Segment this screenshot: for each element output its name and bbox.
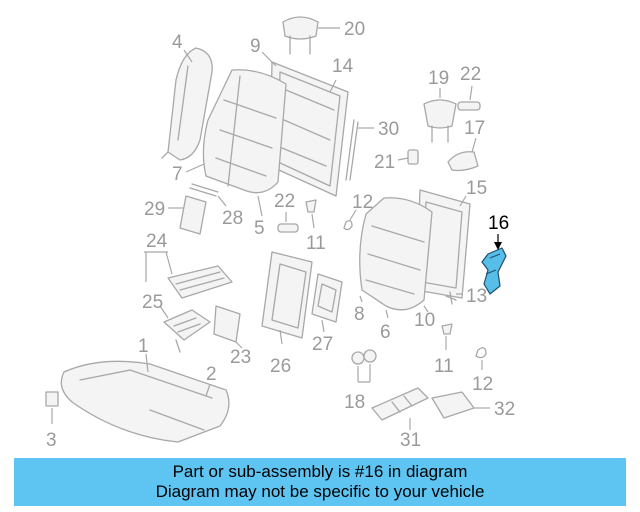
part-24-pad [167, 265, 233, 299]
callout-27: 27 [312, 334, 333, 355]
callout-11-lower: 11 [434, 356, 454, 377]
part-20-headrest [282, 16, 319, 55]
callout-5: 5 [254, 218, 265, 239]
part-29-panel [179, 195, 207, 235]
callout-22-right: 22 [460, 64, 481, 85]
callout-29: 29 [144, 199, 165, 220]
part-17-bracket [447, 151, 479, 172]
part-3-block [45, 391, 59, 407]
part-14-seatback-frame [269, 61, 349, 197]
part-11-clip-middle [305, 199, 317, 213]
callout-19: 19 [428, 68, 449, 89]
callout-13: 13 [466, 286, 487, 307]
callout-6: 6 [380, 322, 391, 343]
part-5-seatback-cushion [202, 69, 287, 194]
callout-7: 7 [172, 164, 183, 185]
part-22-guide [457, 101, 481, 111]
banner-line-1: Part or sub-assembly is #16 in diagram [172, 462, 468, 481]
part-32-module [431, 391, 475, 419]
callout-9: 9 [250, 36, 261, 57]
callout-25: 25 [142, 292, 163, 313]
banner-line-2: Diagram may not be specific to your vehi… [155, 482, 485, 501]
callout-31: 31 [400, 430, 421, 451]
callout-18: 18 [344, 392, 365, 413]
part-19-headrest [423, 99, 457, 143]
info-banner: Part or sub-assembly is #16 in diagram D… [14, 458, 626, 506]
part-26-frame [261, 251, 313, 339]
callout-32: 32 [494, 399, 515, 420]
part-16-trim-cover [481, 247, 507, 295]
callout-10: 10 [414, 310, 435, 331]
callout-1: 1 [138, 336, 149, 357]
callout-28: 28 [222, 208, 243, 229]
callout-12-middle: 12 [352, 192, 373, 213]
part-27-bracket [311, 273, 343, 323]
part-31-latch [371, 387, 429, 421]
callout-14: 14 [332, 56, 354, 77]
part-18-anchors [351, 349, 377, 365]
part-22-guide-middle [277, 223, 299, 233]
callout-21: 21 [374, 152, 395, 173]
part-11-clip-lower [441, 323, 453, 335]
callout-15: 15 [466, 178, 487, 199]
callout-4: 4 [172, 32, 183, 53]
part-1-seat-cushion [60, 360, 230, 443]
part-23-strap [213, 305, 241, 343]
callout-8: 8 [354, 304, 365, 325]
callout-17: 17 [464, 118, 485, 139]
callout-26: 26 [270, 356, 291, 377]
part-25-heater [163, 309, 211, 353]
part-21-bolt [407, 149, 419, 165]
callout-30: 30 [378, 119, 399, 140]
callout-22-middle: 22 [274, 191, 295, 212]
callout-2: 2 [206, 364, 217, 385]
callout-11-middle: 11 [306, 233, 326, 254]
callout-16: 16 [488, 213, 509, 234]
callout-12-lower: 12 [472, 374, 493, 395]
callout-3: 3 [46, 430, 57, 451]
part-6-seat-cushion [359, 197, 433, 311]
part-28-strip [189, 183, 219, 197]
callout-20: 20 [344, 19, 365, 40]
callout-23: 23 [230, 347, 251, 368]
callout-24: 24 [146, 231, 168, 252]
part-4-bolster [161, 47, 213, 161]
